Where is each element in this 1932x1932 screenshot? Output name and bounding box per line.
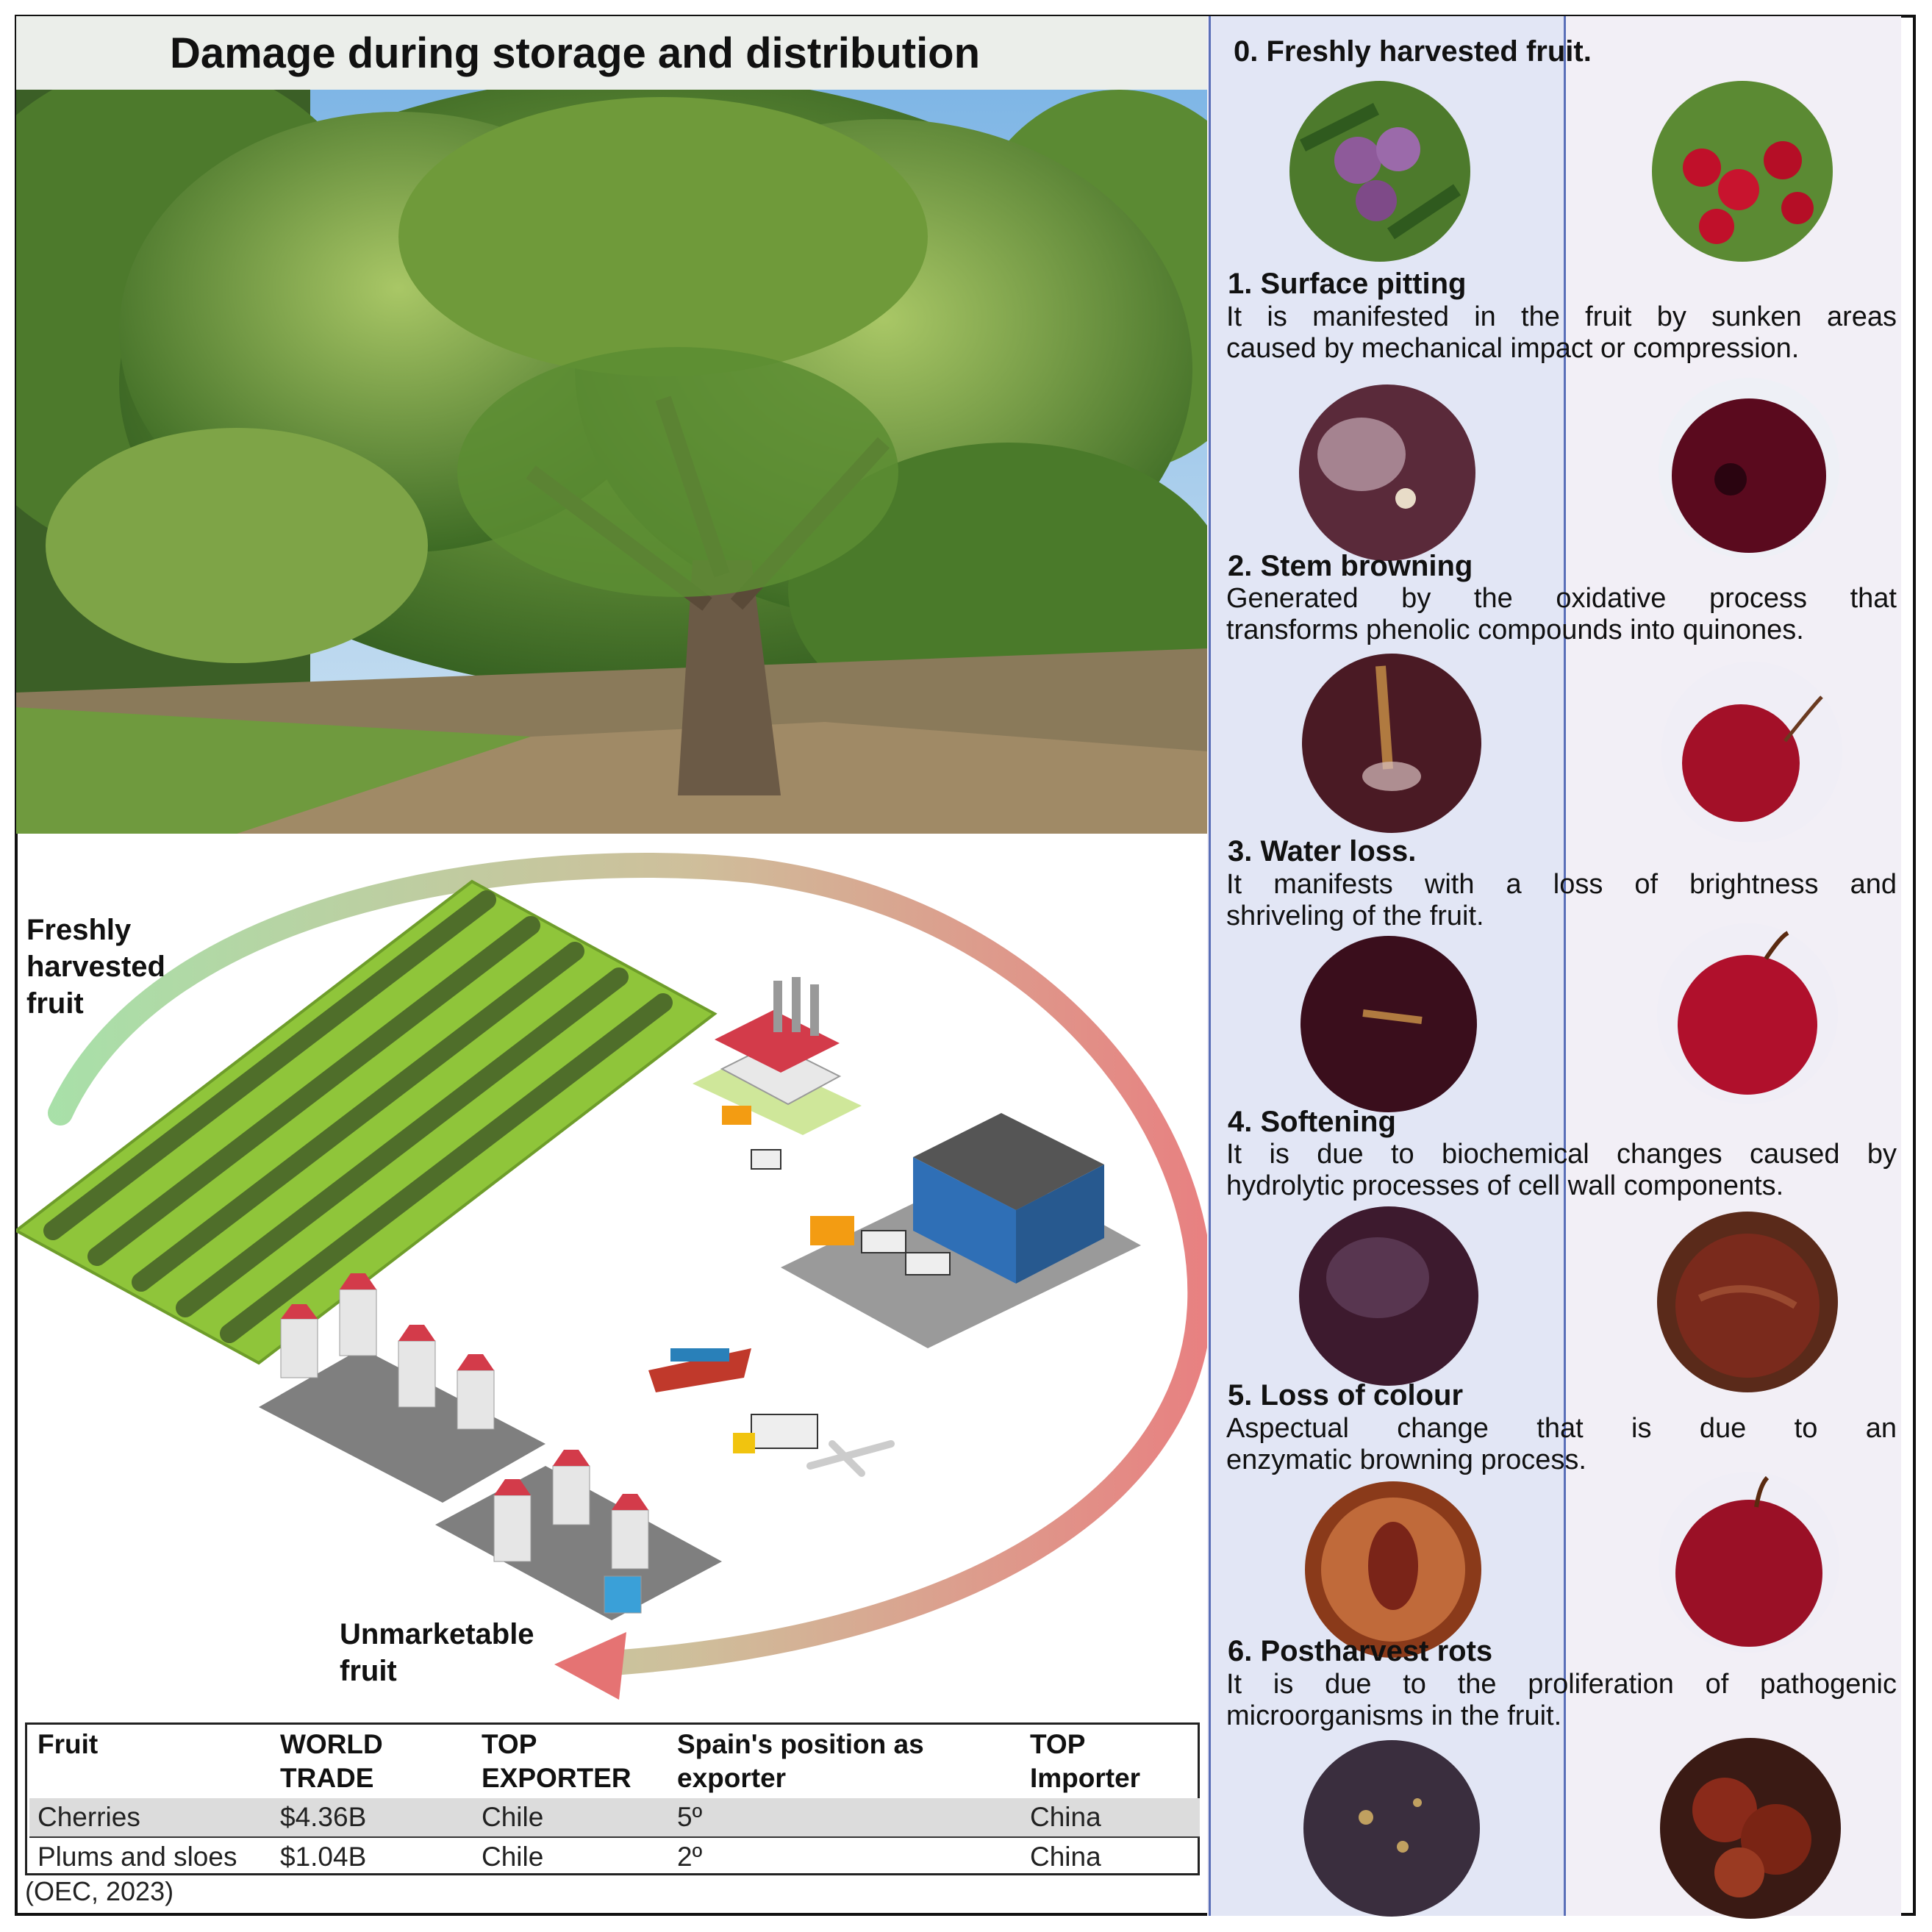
col-header-fruit: Fruit xyxy=(37,1729,99,1759)
table-cell: $1.04B xyxy=(280,1842,367,1872)
damage-description: It is due to biochemical changes caused … xyxy=(1226,1139,1897,1170)
end-label-line: fruit xyxy=(340,1655,397,1687)
orchard-photo xyxy=(16,90,1207,834)
title-bar xyxy=(16,16,1207,90)
table-cell: Plums and sloes xyxy=(37,1842,237,1872)
postharvest-rots-cherry-image xyxy=(1660,1738,1841,1919)
supply-chain-arc xyxy=(48,853,1213,1677)
damage-title: 3. Water loss. xyxy=(1228,835,1417,867)
damage-description: Generated by the oxidative process that xyxy=(1226,583,1897,614)
damage-description: It manifests with a loss of brightness a… xyxy=(1226,869,1897,900)
softening-plum-image xyxy=(1299,1206,1478,1386)
surface-pitting-cherry-image xyxy=(1659,378,1839,559)
truck-icon xyxy=(722,1106,751,1125)
damage-title: 1. Surface pitting xyxy=(1228,268,1467,300)
start-label: Freshly harvested fruit xyxy=(26,912,165,1022)
logistics-scene xyxy=(13,834,1213,1709)
damage-description: shriveling of the fruit. xyxy=(1226,901,1484,931)
truck-icon xyxy=(733,1414,818,1453)
damage-title: 4. Softening xyxy=(1228,1106,1396,1138)
end-label: Unmarketable fruit xyxy=(340,1616,534,1689)
truck-icon xyxy=(751,1149,781,1170)
damage-title: 2. Stem browning xyxy=(1228,550,1473,582)
source-note: (OEC, 2023) xyxy=(25,1876,174,1906)
damage-description: microorganisms in the fruit. xyxy=(1226,1700,1562,1731)
table-cell: China xyxy=(1030,1802,1101,1832)
loss-of-colour-plum-image xyxy=(1305,1481,1481,1658)
warehouse-icon xyxy=(781,1113,1141,1348)
table-cell: 5º xyxy=(677,1802,703,1832)
surface-pitting-plum-image xyxy=(1299,384,1475,561)
table-cell: Chile xyxy=(482,1842,544,1872)
orchard-photo-drawing xyxy=(16,90,1207,834)
softening-cherry-image xyxy=(1657,1212,1838,1392)
fresh-plum-image xyxy=(1289,81,1470,262)
table-cell: 2º xyxy=(677,1842,703,1872)
start-label-line: Freshly xyxy=(26,914,132,946)
table-cell: Cherries xyxy=(37,1802,140,1832)
factory-icon xyxy=(693,977,862,1135)
end-label-line: Unmarketable xyxy=(340,1618,534,1650)
table-row: Cherries $4.36B Chile 5º China xyxy=(29,1798,1200,1836)
stem-browning-plum-image xyxy=(1302,654,1481,833)
stem-browning-cherry-image xyxy=(1661,662,1842,842)
postharvest-rots-plum-image xyxy=(1303,1740,1480,1917)
ship-icon xyxy=(648,1348,751,1392)
damage-description: caused by mechanical impact or compressi… xyxy=(1226,333,1800,364)
damage-description: hydrolytic processes of cell wall compon… xyxy=(1226,1170,1784,1201)
plane-icon xyxy=(806,1440,895,1477)
fresh-cherry-image xyxy=(1652,81,1833,262)
damage-description: transforms phenolic compounds into quino… xyxy=(1226,615,1804,645)
figure-title: Damage during storage and distribution xyxy=(169,29,981,77)
arrow-head xyxy=(554,1632,626,1700)
table-row: Plums and sloes $1.04B Chile 2º China xyxy=(29,1836,1200,1876)
damage-description: Aspectual change that is due to an xyxy=(1226,1413,1897,1444)
city-blocks xyxy=(259,1273,722,1620)
damage-description: It is due to the proliferation of pathog… xyxy=(1226,1669,1897,1700)
water-loss-cherry-image xyxy=(1657,923,1838,1104)
damage-description: enzymatic browning process. xyxy=(1226,1445,1586,1475)
damage-title: 0. Freshly harvested fruit. xyxy=(1234,35,1592,68)
table-cell: $4.36B xyxy=(280,1802,367,1832)
start-label-line: harvested xyxy=(26,951,165,983)
water-loss-plum-image xyxy=(1300,936,1477,1112)
loss-of-colour-cherry-image xyxy=(1659,1472,1839,1653)
table-cell: Chile xyxy=(482,1802,544,1832)
damage-description: It is manifested in the fruit by sunken … xyxy=(1226,301,1897,332)
damage-title: 5. Loss of colour xyxy=(1228,1379,1464,1412)
tree-rows xyxy=(43,890,673,1343)
logistics-illustration xyxy=(13,853,1213,1700)
start-label-line: fruit xyxy=(26,987,84,1020)
damage-title: 6. Postharvest rots xyxy=(1228,1635,1493,1667)
table-cell: China xyxy=(1030,1842,1101,1872)
